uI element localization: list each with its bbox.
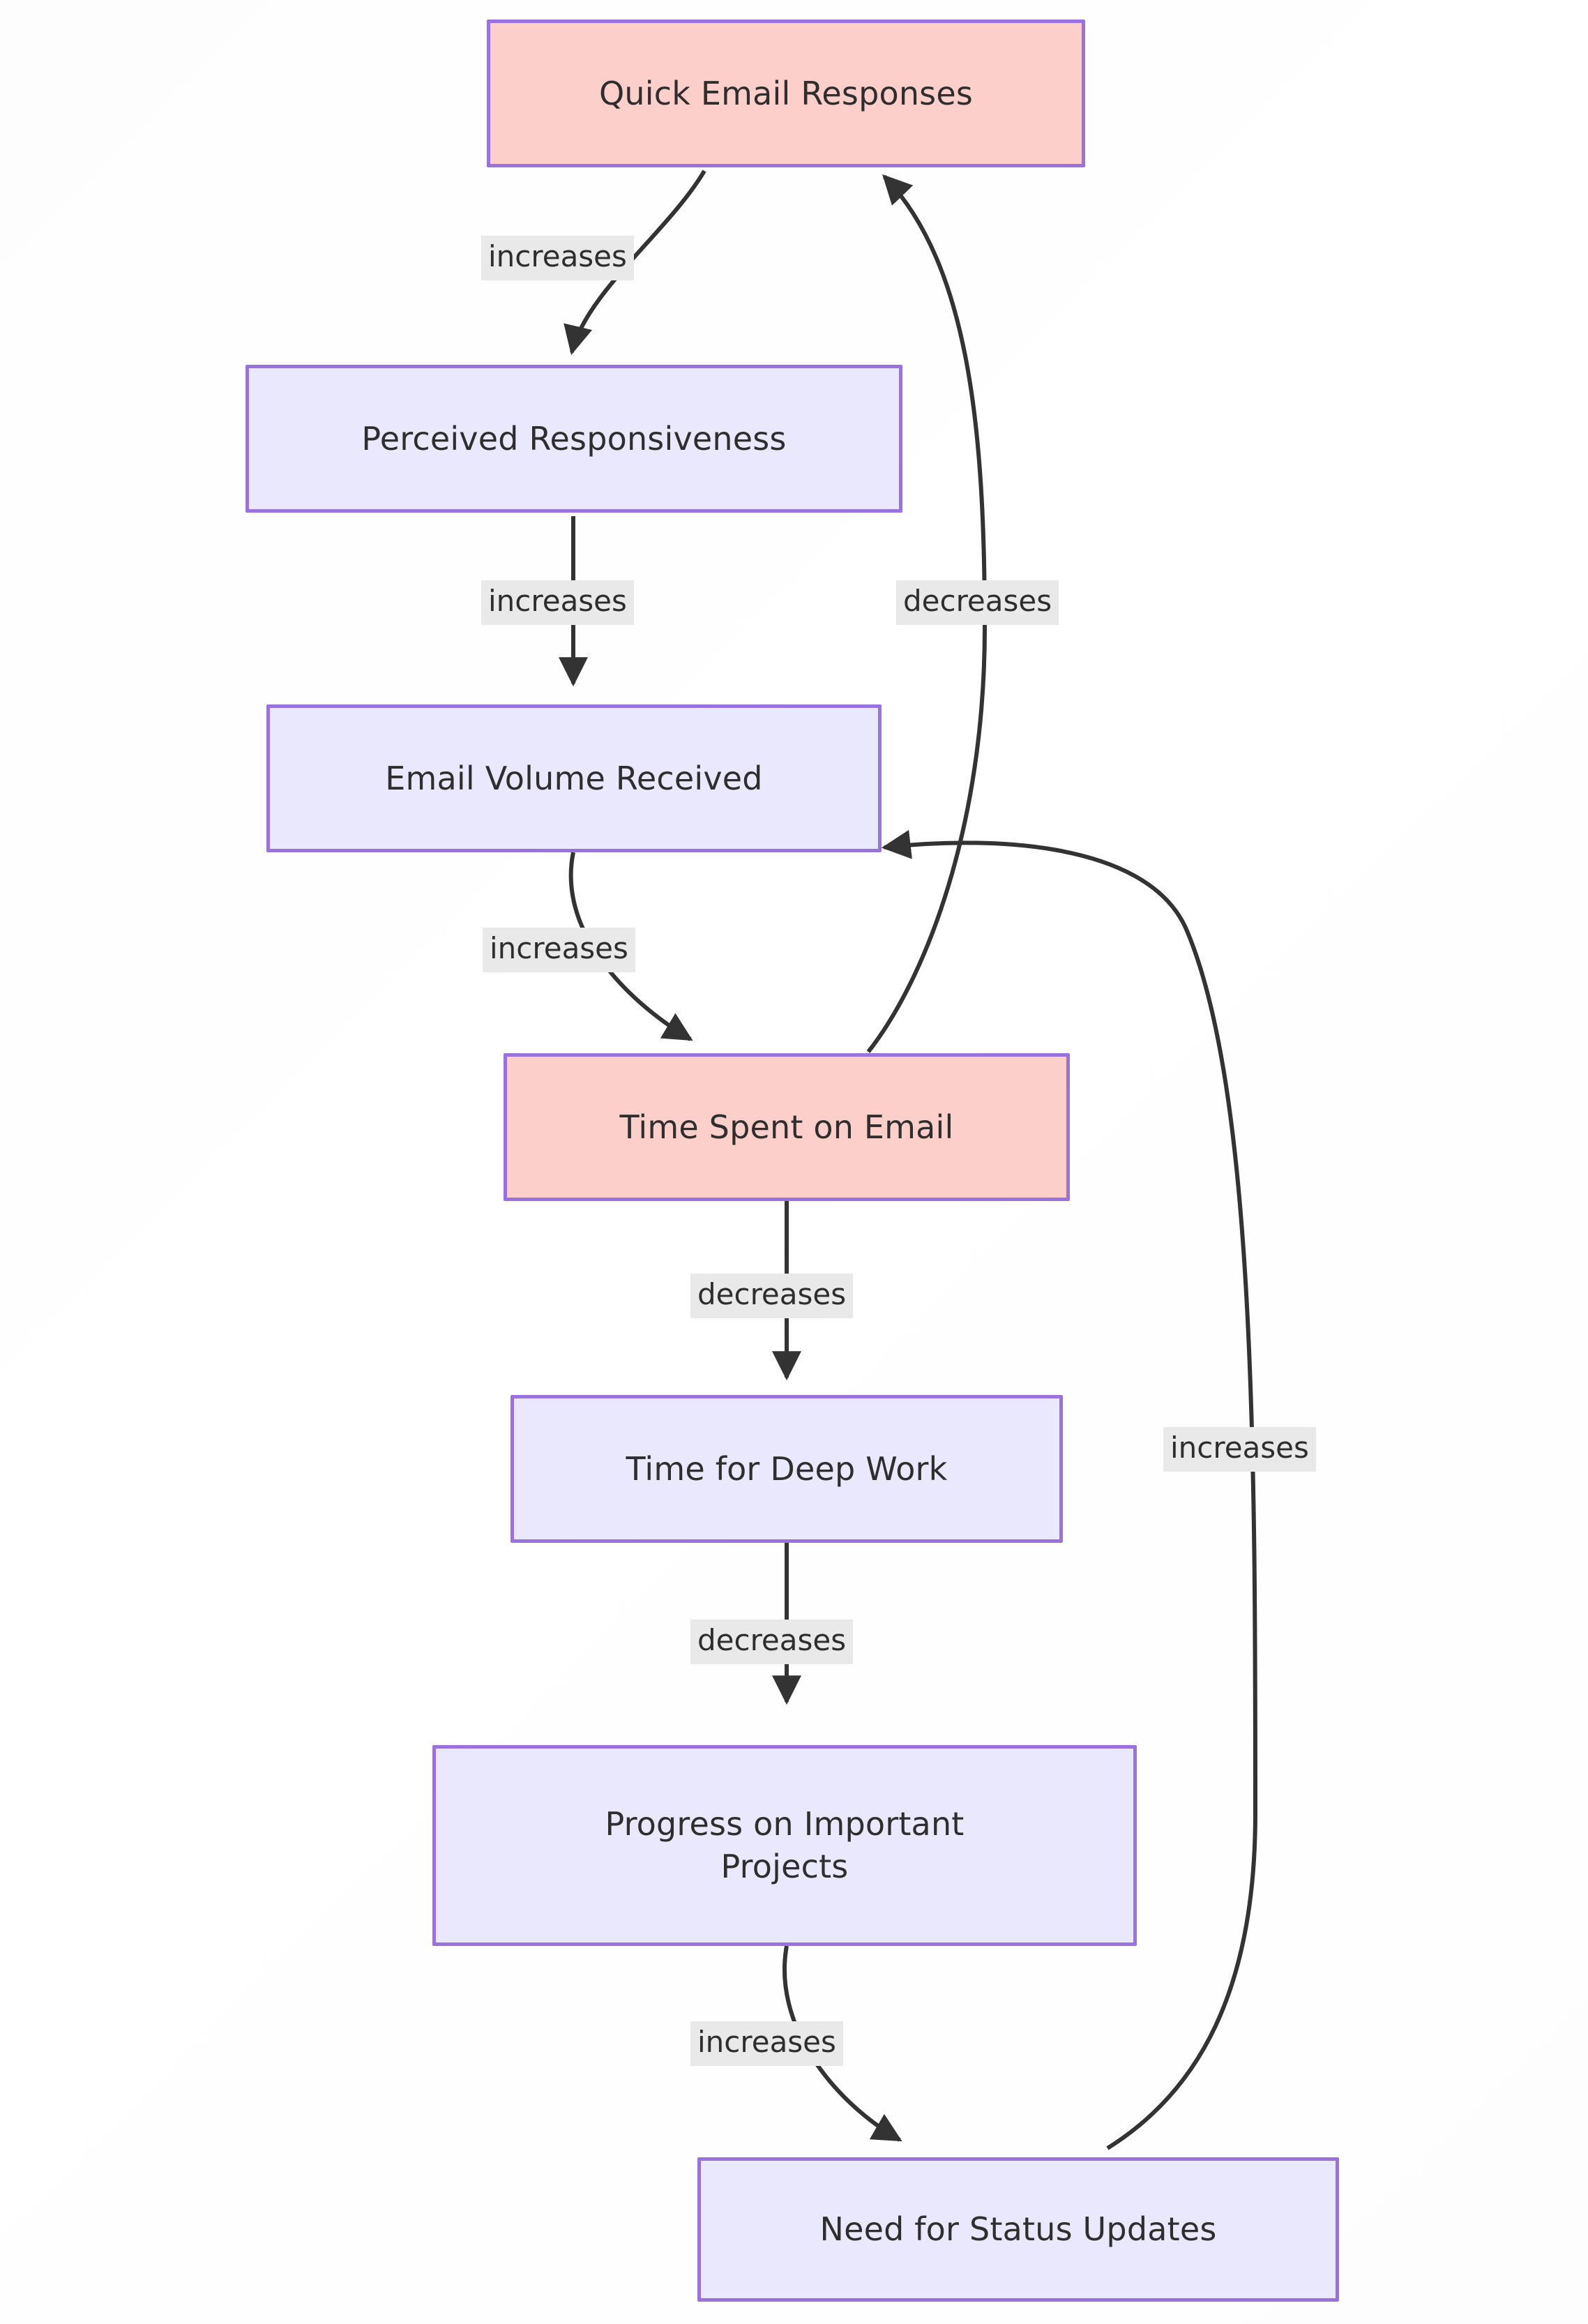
node-time-for-deep-work[interactable]: Time for Deep Work: [511, 1395, 1063, 1543]
edge-label-increases-status-to-volume: increases: [1163, 1427, 1316, 1472]
edge-label-increases-perceived-to-volume: increases: [481, 580, 634, 625]
node-label: Progress on Important Projects: [605, 1805, 965, 1885]
edge-label-increases-progress-to-status: increases: [690, 2021, 843, 2066]
edge-label-decreases-time-spent-to-deep-work: decreases: [690, 1274, 854, 1318]
node-label: Time for Deep Work: [626, 1449, 948, 1488]
node-label: Perceived Responsiveness: [361, 419, 787, 458]
node-need-for-status-updates[interactable]: Need for Status Updates: [697, 2157, 1339, 2302]
node-time-spent-on-email[interactable]: Time Spent on Email: [504, 1053, 1070, 1201]
node-label: Email Volume Received: [385, 759, 763, 797]
node-progress-on-important-projects[interactable]: Progress on Important Projects: [432, 1745, 1137, 1946]
edge-label-decreases-time-spent-to-quick: decreases: [896, 580, 1059, 625]
node-label: Time Spent on Email: [619, 1108, 954, 1146]
node-quick-email-responses[interactable]: Quick Email Responses: [487, 20, 1085, 167]
edge-label-increases-quick-to-perceived: increases: [481, 236, 634, 280]
edge-label-decreases-deep-work-to-progress: decreases: [690, 1620, 854, 1664]
edge-need-for-status-updates-to-email-volume-received: [881, 829, 1258, 2150]
node-perceived-responsiveness[interactable]: Perceived Responsiveness: [245, 365, 902, 513]
node-label: Quick Email Responses: [598, 74, 974, 112]
edge-label-increases-volume-to-time-spent: increases: [483, 928, 635, 972]
node-label: Need for Status Updates: [819, 2210, 1217, 2249]
node-email-volume-received[interactable]: Email Volume Received: [266, 704, 882, 852]
edge-time-spent-on-email-to-quick-email-responses: [866, 174, 988, 1053]
